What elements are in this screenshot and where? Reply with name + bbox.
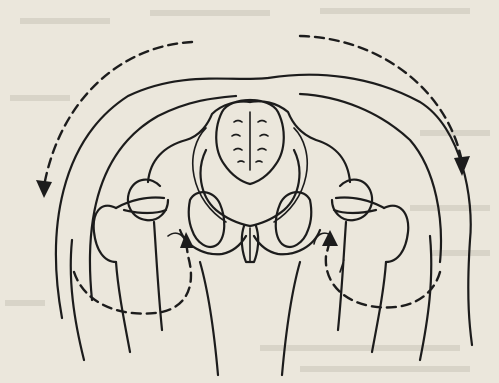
left-femoral-neck — [116, 197, 166, 213]
waist-contour — [90, 94, 441, 300]
right-greater-trochanter — [384, 206, 408, 262]
bleedthrough-texture — [5, 8, 490, 372]
left-greater-trochanter — [94, 206, 116, 262]
left-outer-rotation-arrow — [36, 42, 192, 198]
right-outer-rotation-arrow — [300, 36, 470, 176]
right-femur-shaft — [338, 222, 386, 352]
left-femur-shaft — [116, 222, 162, 352]
right-obturator-foramen — [276, 192, 312, 247]
left-thigh-outline — [71, 240, 218, 375]
left-obturator-foramen — [189, 192, 225, 247]
right-femoral-neck — [334, 197, 384, 213]
left-inner-rotation-arrow — [74, 232, 194, 314]
right-thigh-outline — [282, 236, 431, 375]
right-ischium — [254, 230, 320, 254]
